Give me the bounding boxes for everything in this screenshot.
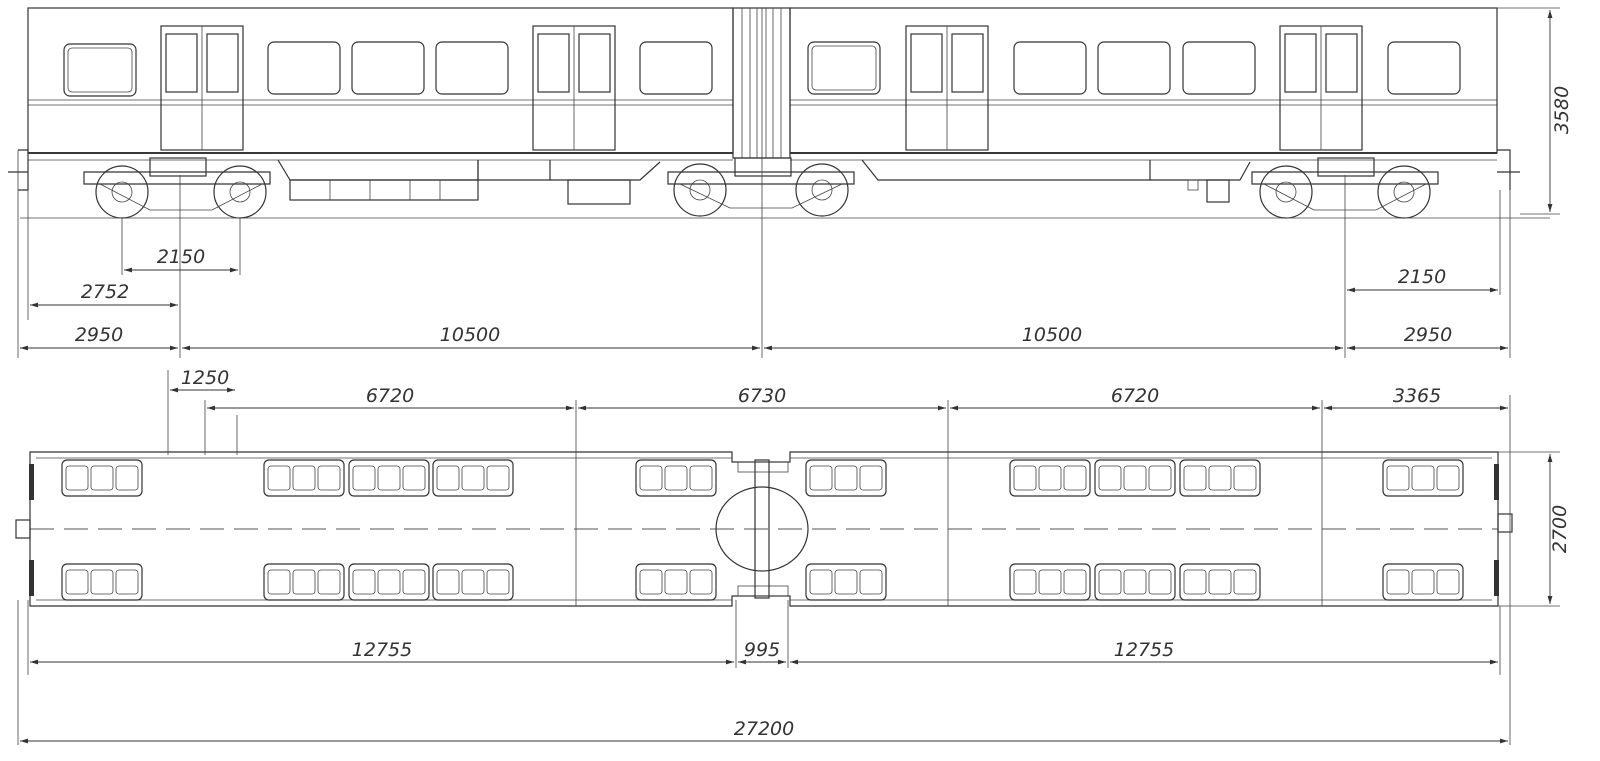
plan-coupler-right bbox=[1497, 513, 1513, 533]
dim-half-length-right: 10500 bbox=[1022, 324, 1082, 346]
dim-body-half-left: 12755 bbox=[352, 639, 412, 661]
seat bbox=[352, 569, 376, 595]
dim-overhang-coupler-left: 2752 bbox=[81, 281, 129, 303]
seat-groups bbox=[61, 459, 1464, 601]
seat bbox=[664, 465, 688, 491]
side-doors bbox=[160, 25, 1363, 151]
plan-view: 1250 6720 6730 6720 3365 2700 12755 995 … bbox=[15, 367, 1571, 745]
seat bbox=[90, 465, 114, 491]
seat bbox=[377, 569, 401, 595]
dim-overhang-left: 2950 bbox=[75, 324, 123, 346]
seat bbox=[1098, 569, 1122, 595]
seat bbox=[639, 465, 663, 491]
bellows-top bbox=[737, 461, 789, 473]
dim-articulation: 995 bbox=[744, 639, 780, 661]
seat bbox=[1411, 569, 1435, 595]
dim-bogie-wheelbase-left: 2150 bbox=[157, 246, 205, 268]
seat bbox=[461, 569, 485, 595]
dim-total-length: 27200 bbox=[734, 718, 794, 740]
seat-cells bbox=[65, 465, 1460, 595]
seat bbox=[1208, 465, 1232, 491]
seat bbox=[1386, 569, 1410, 595]
dim-bogie-wheelbase-right: 2150 bbox=[1398, 266, 1446, 288]
seat bbox=[1183, 465, 1207, 491]
seat bbox=[115, 465, 139, 491]
seat bbox=[1038, 465, 1062, 491]
seat bbox=[292, 465, 316, 491]
articulation-bellows bbox=[732, 7, 791, 159]
seat bbox=[436, 465, 460, 491]
seat bbox=[834, 569, 858, 595]
underfloor-equipment bbox=[277, 159, 1251, 205]
seat bbox=[1098, 465, 1122, 491]
seat bbox=[1148, 569, 1172, 595]
seat bbox=[377, 465, 401, 491]
seat bbox=[1013, 569, 1037, 595]
seat bbox=[1148, 465, 1172, 491]
dim-section-2: 6730 bbox=[738, 385, 786, 407]
center-bogie bbox=[667, 157, 855, 217]
left-bogie bbox=[83, 157, 271, 219]
dim-entrance-offset: 1250 bbox=[181, 367, 229, 389]
seat bbox=[1436, 569, 1460, 595]
dim-width: 2700 bbox=[1549, 505, 1571, 553]
seat bbox=[267, 465, 291, 491]
seat bbox=[1208, 569, 1232, 595]
seat bbox=[1233, 465, 1257, 491]
dim-overhang-right: 2950 bbox=[1404, 324, 1452, 346]
dim-height: 3580 bbox=[1551, 86, 1573, 134]
seat bbox=[1183, 569, 1207, 595]
dim-section-1: 6720 bbox=[366, 385, 414, 407]
seat bbox=[402, 569, 426, 595]
seat bbox=[1411, 465, 1435, 491]
left-carbody bbox=[27, 7, 734, 154]
seat bbox=[1038, 569, 1062, 595]
seat bbox=[639, 569, 663, 595]
articulation-turntable bbox=[715, 486, 809, 572]
seat bbox=[1013, 465, 1037, 491]
seat bbox=[317, 569, 341, 595]
seat bbox=[486, 569, 510, 595]
dim-half-length-left: 10500 bbox=[440, 324, 500, 346]
bellows-bottom bbox=[737, 585, 789, 597]
seat bbox=[689, 569, 713, 595]
dim-section-3: 6720 bbox=[1111, 385, 1159, 407]
seat bbox=[1123, 465, 1147, 491]
seat bbox=[834, 465, 858, 491]
seat bbox=[1436, 465, 1460, 491]
seat bbox=[115, 569, 139, 595]
seat bbox=[1386, 465, 1410, 491]
seat bbox=[402, 465, 426, 491]
seat bbox=[352, 465, 376, 491]
seat bbox=[267, 569, 291, 595]
side-windows bbox=[63, 41, 1461, 97]
seat bbox=[65, 465, 89, 491]
seat bbox=[317, 465, 341, 491]
seat bbox=[461, 465, 485, 491]
seat bbox=[486, 465, 510, 491]
seat bbox=[436, 569, 460, 595]
seat bbox=[90, 569, 114, 595]
right-coupler bbox=[1497, 149, 1520, 190]
dim-section-4: 3365 bbox=[1393, 385, 1441, 407]
seat bbox=[689, 465, 713, 491]
right-carbody bbox=[789, 7, 1498, 154]
seat bbox=[859, 569, 883, 595]
seat bbox=[1063, 465, 1087, 491]
side-view: 3580 2150 2752 2950 10500 10500 2950 215… bbox=[8, 7, 1573, 358]
seat bbox=[809, 465, 833, 491]
seat bbox=[65, 569, 89, 595]
seat bbox=[292, 569, 316, 595]
seat bbox=[1063, 569, 1087, 595]
seat bbox=[664, 569, 688, 595]
seat bbox=[859, 465, 883, 491]
dim-body-half-right: 12755 bbox=[1114, 639, 1174, 661]
seat bbox=[809, 569, 833, 595]
plan-coupler-left bbox=[15, 519, 31, 539]
seat bbox=[1123, 569, 1147, 595]
seat bbox=[1233, 569, 1257, 595]
